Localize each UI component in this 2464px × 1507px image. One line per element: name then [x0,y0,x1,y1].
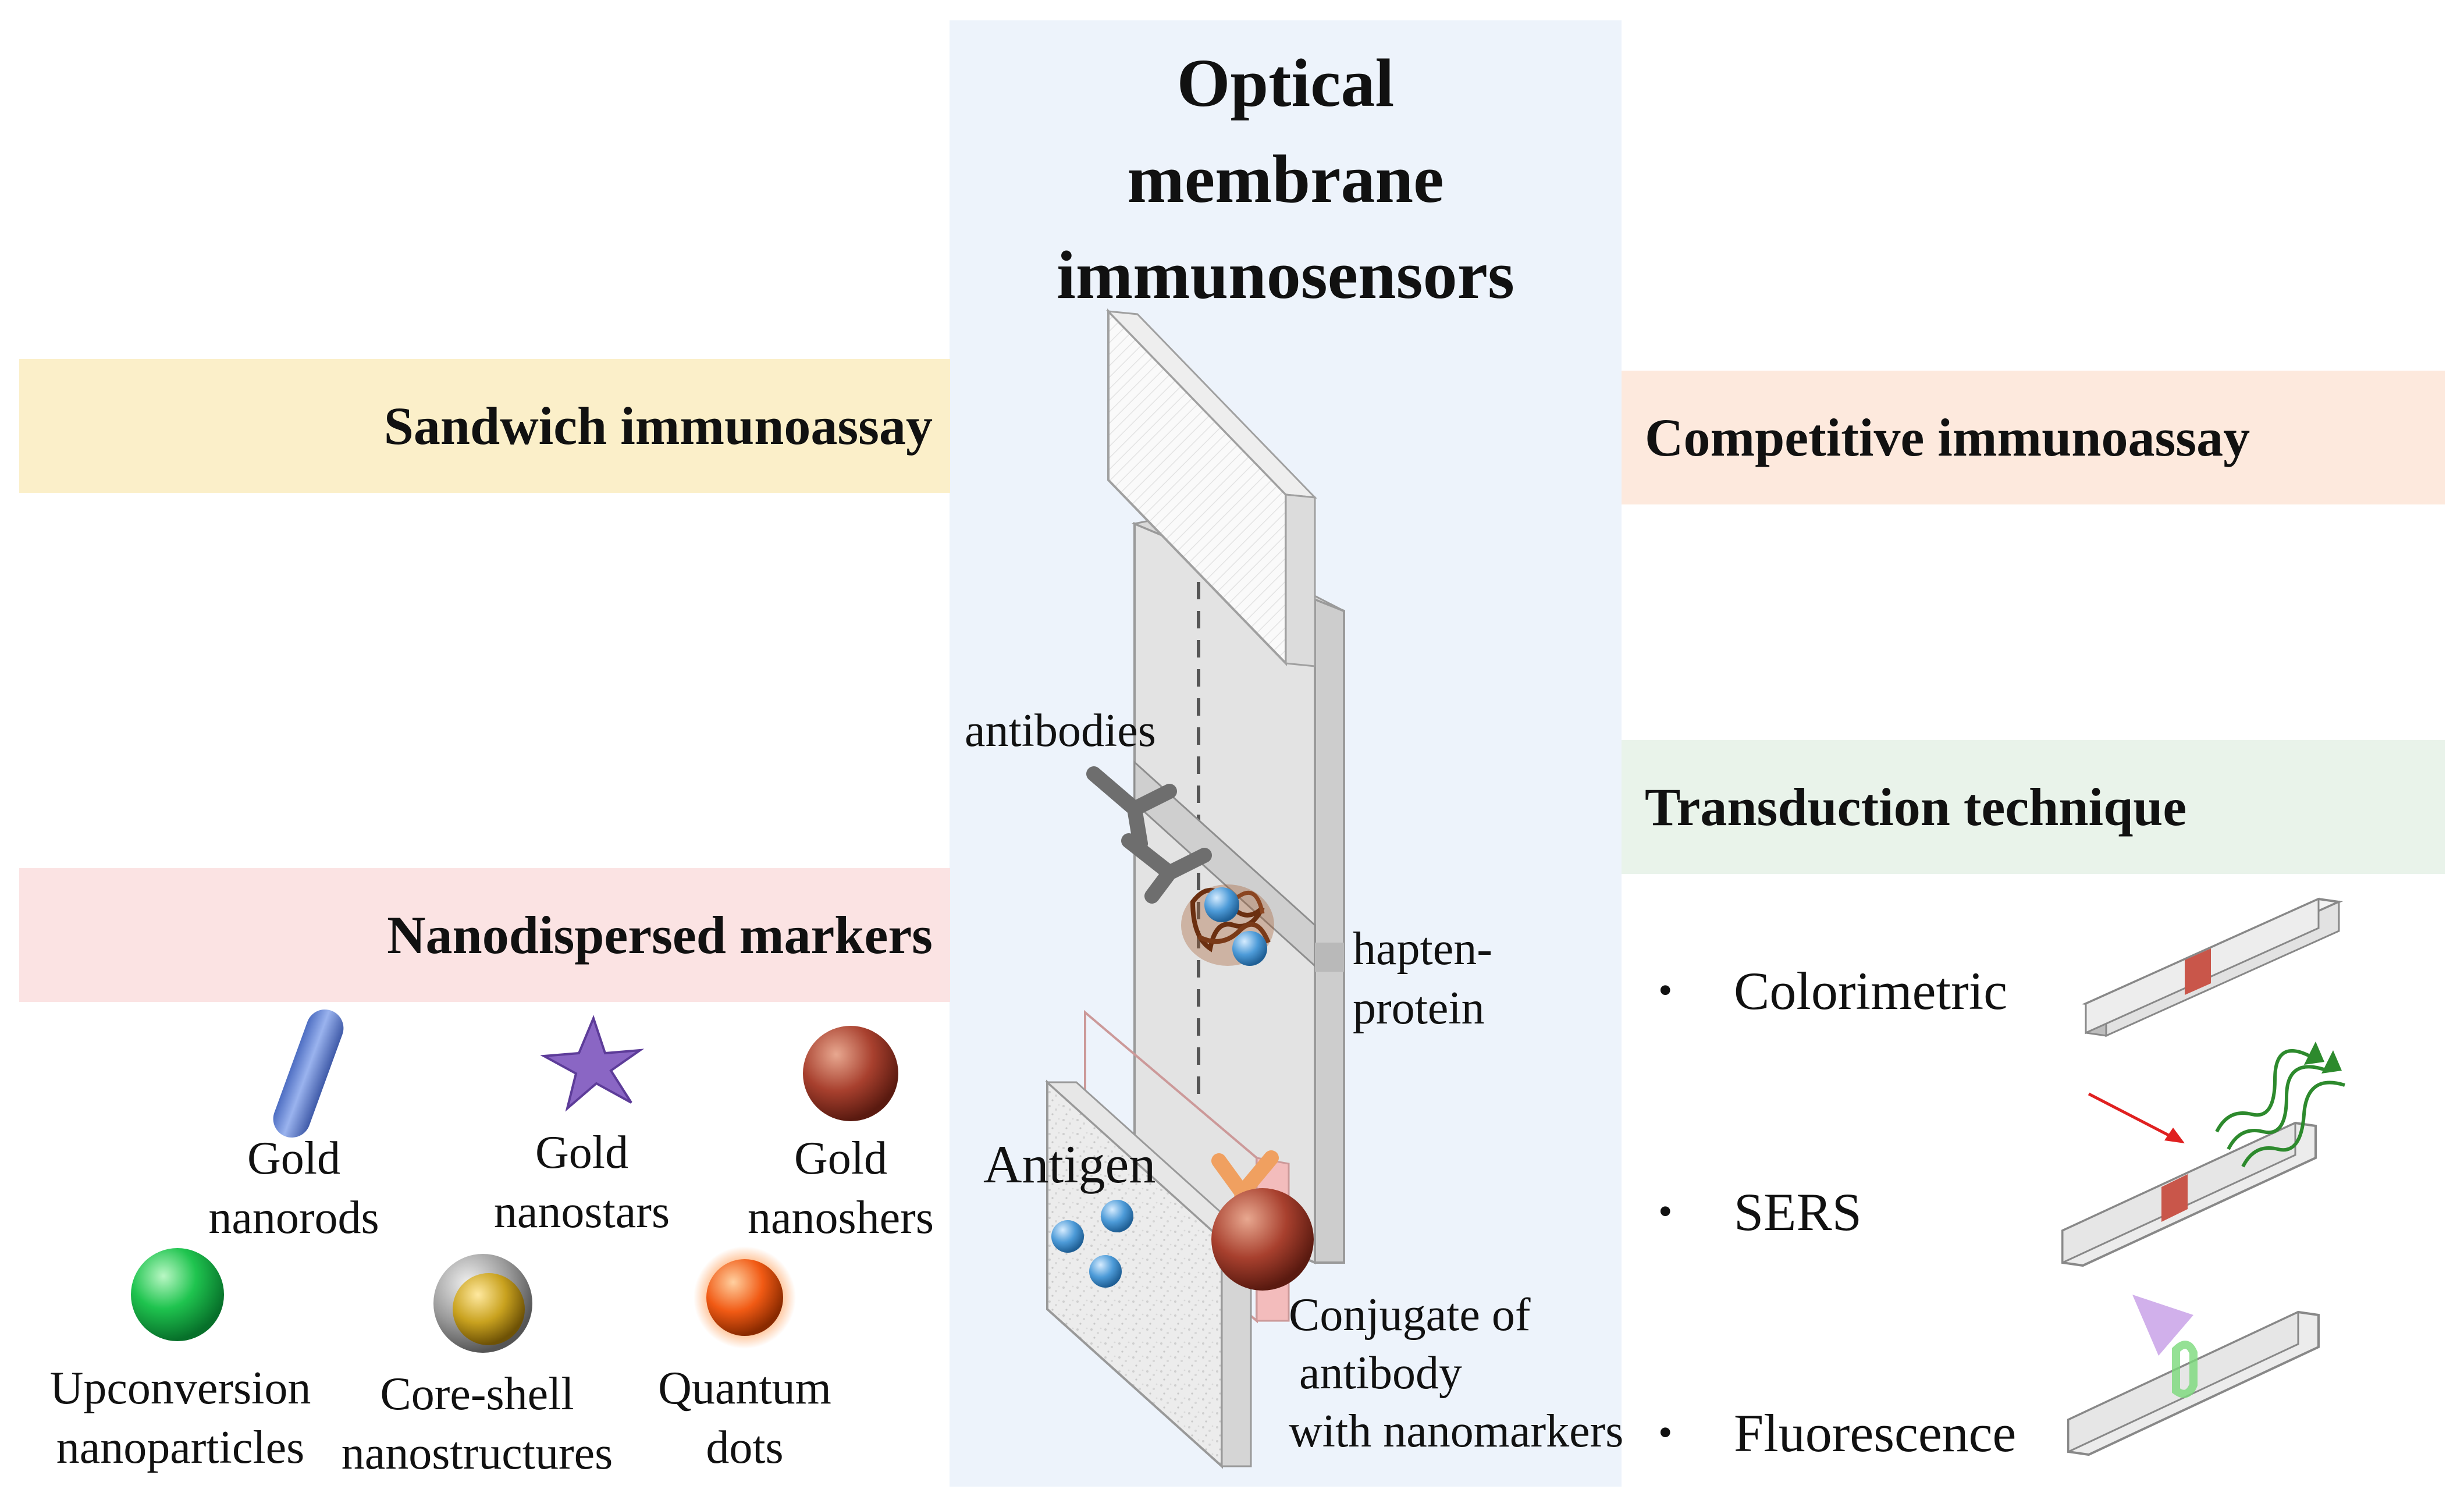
conjugate-nanomarker-icon [1211,1150,1314,1291]
antibodies-label: antibodies [965,705,1156,756]
antibody-icon [1086,766,1212,904]
bullet-icon: • [1658,1189,1673,1234]
technique-colorimetric: • Colorimetric [1658,961,2008,1021]
title-line-3: immunosensors [1057,237,1514,313]
nanodispersed-markers-band: Nanodispersed markers [19,868,950,1002]
hapten-protein-label: hapten- protein [1353,923,1492,1034]
marker-label-quantum-dots: Quantum dots [658,1363,831,1473]
transduction-technique-band: Transduction technique [1622,740,2445,874]
bullet-icon: • [1658,968,1673,1013]
antigen-icon [1051,1200,1133,1288]
gold-nanorod-icon [273,1010,344,1138]
marker-label-gold-nanostars: Gold nanostars [493,1127,670,1238]
core-shell-nanostructure-icon [433,1254,532,1353]
sandwich-immunoassay-label: Sandwich immunoassay [383,396,933,456]
sers-strip-icon [2061,1042,2345,1267]
conjugate-label: Conjugate of antibody with nanomarkers [1289,1289,1624,1457]
gold-nanosphere-icon [803,1026,898,1121]
technique-fluorescence: • Fluorescence [1658,1403,2017,1463]
antigen-label: Antigen [983,1135,1156,1194]
gold-nanostar-icon [540,1015,645,1112]
competitive-immunoassay-label: Competitive immunoassay [1645,408,2250,467]
marker-label-gold-nanorods: Gold nanorods [208,1133,379,1243]
marker-label-gold-nanoshers: Gold nanoshers [748,1133,934,1243]
colorimetric-strip-icon [2081,897,2344,1037]
quantum-dot-icon [694,1246,796,1349]
hapten-protein-icon [1181,884,1274,966]
bullet-icon: • [1658,1410,1673,1455]
marker-label-core-shell-nanostructures: Core-shell nanostructures [341,1369,613,1479]
title-line-1: Optical [1176,45,1395,121]
transduction-technique-label: Transduction technique [1645,777,2187,837]
competitive-immunoassay-band: Competitive immunoassay [1622,371,2445,504]
title-line-2: membrane [1127,141,1444,217]
upconversion-nanoparticle-icon [131,1248,224,1341]
fluorescence-strip-icon [2067,1295,2320,1456]
lateral-flow-strip [1045,308,1345,1469]
nanodispersed-markers-label: Nanodispersed markers [387,905,933,965]
technique-sers: • SERS [1658,1182,1862,1242]
page-title: Optical membrane immunosensors [950,35,1622,323]
sandwich-immunoassay-band: Sandwich immunoassay [19,359,950,493]
marker-label-upconversion-nanoparticles: Upconversion nanoparticles [49,1363,311,1473]
